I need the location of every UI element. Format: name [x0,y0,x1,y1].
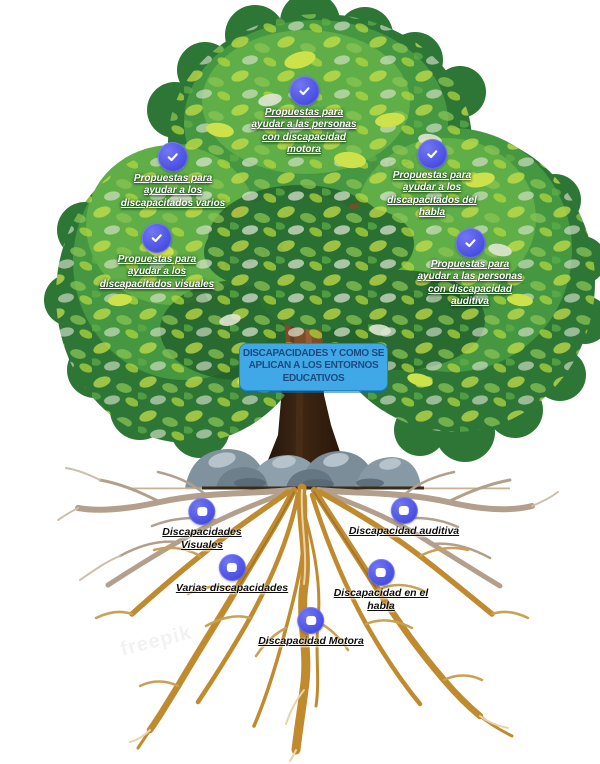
branch-label[interactable]: Propuestas para ayudar a los discapacita… [387,170,476,220]
root-node-varias[interactable]: Varias discapacidades [176,554,288,595]
checkmark-icon[interactable] [158,142,188,172]
rounded-square-icon[interactable] [297,607,325,634]
label-line: habla [367,600,395,612]
label-line: ayudar a las personas [251,119,357,131]
branch-node-motora[interactable]: Propuestas para ayudar a las personas co… [251,76,357,157]
root-node-visuales[interactable]: Discapacidades Visuales [162,498,242,552]
branch-label[interactable]: Propuestas para ayudar a los discapacita… [121,173,226,210]
title-line: DISCAPACIDADES Y COMO SE [242,348,385,359]
root-node-habla[interactable]: Discapacidad en el habla [334,559,429,613]
branch-node-visuales[interactable]: Propuestas para ayudar a los discapacita… [100,223,215,291]
rounded-square-icon[interactable] [218,554,246,581]
root-label[interactable]: Varias discapacidades [176,582,288,595]
label-line: Propuestas para [264,107,344,118]
label-line: Discapacidad Motora [258,635,364,647]
label-line: Discapacidad en el [333,587,429,599]
rounded-square-icon[interactable] [188,498,216,525]
label-line: Discapacidad auditiva [348,525,460,537]
label-line: ayudar a las personas [417,271,523,283]
root-label[interactable]: Discapacidad en el habla [334,587,429,613]
checkmark-icon[interactable] [289,76,319,106]
checkmark-icon[interactable] [416,139,447,169]
rounded-square-icon[interactable] [367,559,395,586]
label-line: con discapacidad [428,283,512,295]
title-line: APLICAN A LOS ENTORNOS [248,360,379,372]
label-line: con discapacidad [262,131,346,143]
root-label[interactable]: Discapacidad auditiva [349,525,459,538]
label-line: motora [287,144,321,156]
label-line: Propuestas para [117,254,197,265]
branch-node-auditiva[interactable]: Propuestas para ayudar a las personas co… [417,228,523,309]
root-label[interactable]: Discapacidades Visuales [162,526,241,552]
label-line: Varias discapacidades [175,582,289,594]
label-line: ayudar a los [143,185,203,197]
root-label[interactable]: Discapacidad Motora [258,635,364,648]
branch-label[interactable]: Propuestas para ayudar a las personas co… [417,259,522,309]
title-line: EDUCATIVOS [282,372,345,384]
label-line: Visuales [180,539,224,551]
rounded-square-icon[interactable] [390,497,418,524]
root-node-auditiva[interactable]: Discapacidad auditiva [349,497,459,538]
branch-label[interactable]: Propuestas para ayudar a los discapacita… [100,254,215,291]
label-line: discapacitados visuales [99,278,215,290]
label-line: Propuestas para [133,173,213,184]
label-line: Propuestas para [392,170,472,181]
label-line: ayudar a los [127,266,187,278]
label-line: ayudar a los [402,182,462,194]
label-line: auditiva [451,296,489,308]
rocks [128,449,510,490]
checkmark-icon[interactable] [455,228,485,258]
label-line: Propuestas para [430,259,510,270]
central-topic-box[interactable]: DISCAPACIDADES Y COMO SE APLICAN A LOS E… [239,343,388,392]
root-node-motora[interactable]: Discapacidad Motora [258,607,364,648]
label-line: Discapacidades [162,526,242,538]
label-line: discapacitados varios [120,197,226,209]
branch-node-varios[interactable]: Propuestas para ayudar a los discapacita… [121,142,226,210]
branch-node-habla[interactable]: Propuestas para ayudar a los discapacita… [387,139,477,220]
branch-label[interactable]: Propuestas para ayudar a las personas co… [251,107,356,157]
label-line: discapacitados del [387,194,477,206]
label-line: habla [418,207,446,219]
checkmark-icon[interactable] [141,223,172,253]
